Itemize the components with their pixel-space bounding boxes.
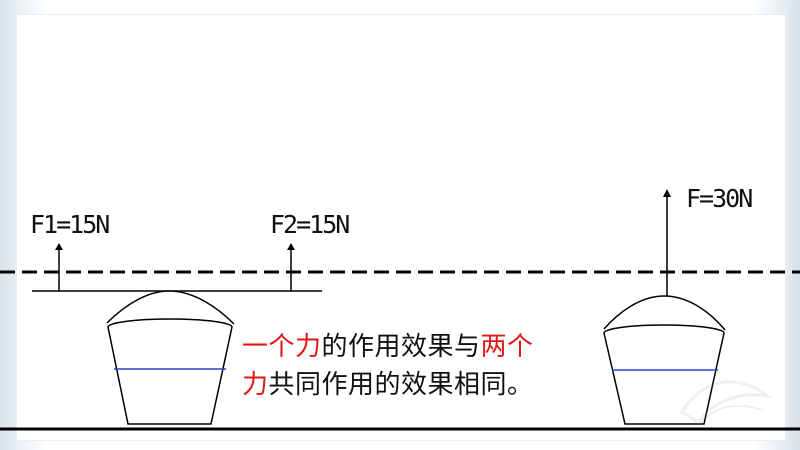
middle-force-label: F2=15N xyxy=(270,210,349,239)
right-bucket xyxy=(603,295,726,425)
explanation-caption: 一个力的作用效果与两个 力共同作用的效果相同。 xyxy=(242,328,592,404)
caption-highlight-one-force: 一个力 xyxy=(242,332,322,362)
caption-line-2: 力共同作用的效果相同。 xyxy=(242,366,592,404)
caption-text-effect-and: 的作用效果与 xyxy=(321,332,481,362)
caption-text-same-effect: 共同作用的效果相同。 xyxy=(268,370,534,400)
combined-force-arrow-head xyxy=(663,189,671,197)
caption-line-1: 一个力的作用效果与两个 xyxy=(242,328,592,366)
background-watermark xyxy=(679,380,773,425)
combined-force-label: F=30N xyxy=(686,184,752,213)
caption-highlight-two: 两个 xyxy=(480,332,534,362)
left-force-arrow-head xyxy=(55,243,63,250)
caption-highlight-force: 力 xyxy=(242,370,269,400)
left-force-label: F1=15N xyxy=(30,210,109,239)
left-bucket xyxy=(106,290,235,425)
middle-force-arrow-head xyxy=(287,243,295,250)
